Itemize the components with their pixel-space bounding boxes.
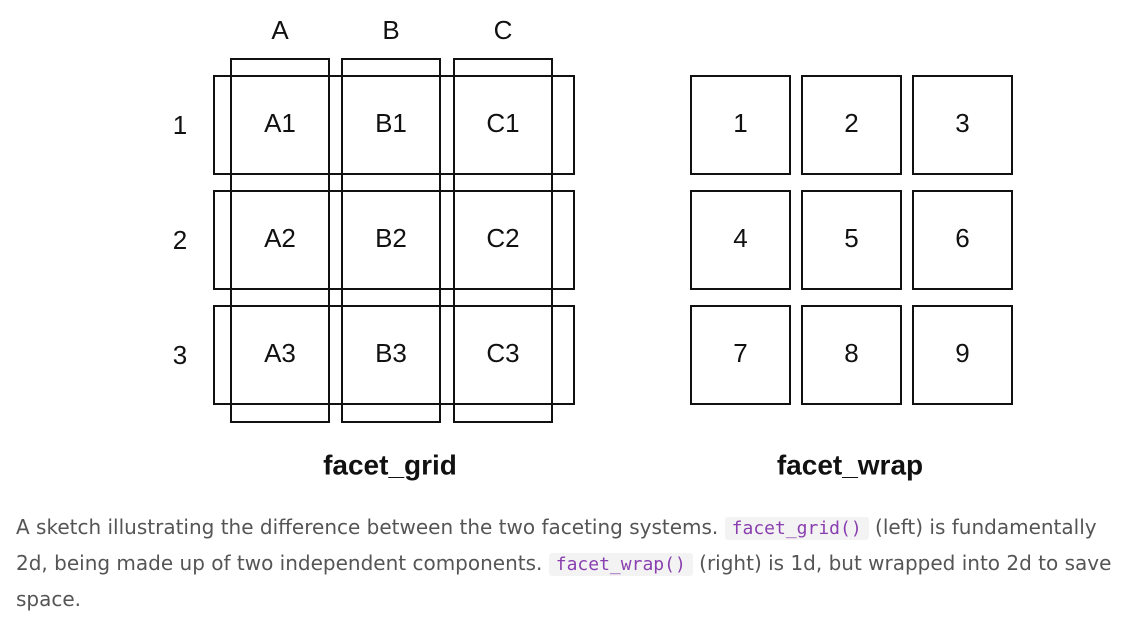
wrap-panel bbox=[801, 75, 902, 175]
facet-wrap-diagram: 1 2 3 4 5 6 7 8 9 bbox=[690, 75, 1013, 405]
facet-grid-title: facet_grid bbox=[323, 449, 457, 480]
wrap-panel-label: 1 bbox=[733, 108, 747, 138]
grid-panel-label: B3 bbox=[375, 338, 407, 368]
column-header: A bbox=[271, 15, 289, 45]
wrap-panel-label: 5 bbox=[844, 223, 858, 253]
facet-wrap-code: facet_wrap() bbox=[548, 553, 693, 576]
grid-panel-label: A3 bbox=[264, 338, 296, 368]
wrap-panel-label: 4 bbox=[733, 223, 747, 253]
wrap-panel bbox=[912, 305, 1013, 405]
column-strip-C bbox=[453, 58, 553, 423]
wrap-panel bbox=[690, 305, 791, 405]
wrap-panel bbox=[690, 75, 791, 175]
grid-panel-label: C1 bbox=[486, 108, 519, 138]
grid-panel-label: C3 bbox=[486, 338, 519, 368]
column-strip-B bbox=[341, 58, 441, 423]
facet-wrap-title: facet_wrap bbox=[777, 449, 923, 480]
wrap-panel-label: 7 bbox=[733, 338, 747, 368]
row-strip-1 bbox=[213, 75, 575, 175]
caption-text-1: A sketch illustrating the difference bet… bbox=[16, 515, 719, 539]
column-header: C bbox=[494, 15, 513, 45]
wrap-panel bbox=[801, 305, 902, 405]
grid-panel-label: A1 bbox=[264, 108, 296, 138]
wrap-panel-label: 6 bbox=[955, 223, 969, 253]
grid-panel-label: A2 bbox=[264, 223, 296, 253]
row-header: 3 bbox=[173, 340, 187, 370]
column-header: B bbox=[382, 15, 399, 45]
row-header: 1 bbox=[173, 110, 187, 140]
figure-caption: A sketch illustrating the difference bet… bbox=[16, 510, 1126, 617]
wrap-panel bbox=[912, 75, 1013, 175]
wrap-panel bbox=[690, 190, 791, 290]
wrap-panel-label: 8 bbox=[844, 338, 858, 368]
grid-panel-label: B2 bbox=[375, 223, 407, 253]
wrap-panel bbox=[912, 190, 1013, 290]
caption-text-2: (left) is fundamentally 2d, being made u… bbox=[16, 515, 1097, 575]
grid-panel-label: C2 bbox=[486, 223, 519, 253]
facet-grid-code: facet_grid() bbox=[724, 517, 869, 540]
row-strip-2 bbox=[213, 190, 575, 290]
row-header: 2 bbox=[173, 225, 187, 255]
wrap-panel-label: 9 bbox=[955, 338, 969, 368]
wrap-panel bbox=[801, 190, 902, 290]
wrap-panel-label: 2 bbox=[844, 108, 858, 138]
column-strip-A bbox=[230, 58, 330, 423]
grid-panel-label: B1 bbox=[375, 108, 407, 138]
wrap-panel-label: 3 bbox=[955, 108, 969, 138]
row-strip-3 bbox=[213, 305, 575, 405]
